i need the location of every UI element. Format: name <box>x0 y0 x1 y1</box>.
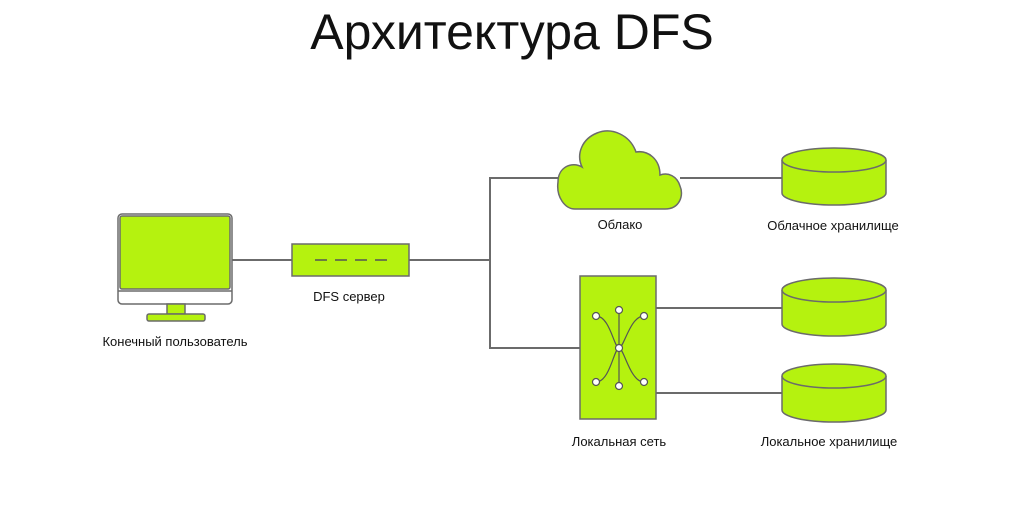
label-local-network: Локальная сеть <box>572 434 667 449</box>
connectors <box>232 177 782 394</box>
connector-hub-network <box>489 260 580 349</box>
monitor-icon <box>117 213 233 322</box>
diagram-title: Архитектура DFS <box>310 4 714 60</box>
label-cloud: Облако <box>598 217 643 232</box>
database-icon <box>781 147 887 206</box>
server-icon <box>291 243 410 277</box>
label-cloud-storage: Облачное хранилище <box>767 218 899 233</box>
label-end-user: Конечный пользователь <box>102 334 247 349</box>
cloud-icon <box>556 130 683 210</box>
database-icon <box>781 277 887 337</box>
network-switch-icon <box>579 275 657 420</box>
label-dfs-server: DFS сервер <box>313 289 385 304</box>
database-icon <box>781 363 887 423</box>
label-local-storage: Локальное хранилище <box>761 434 898 449</box>
connector-hub-cloud <box>489 177 560 260</box>
